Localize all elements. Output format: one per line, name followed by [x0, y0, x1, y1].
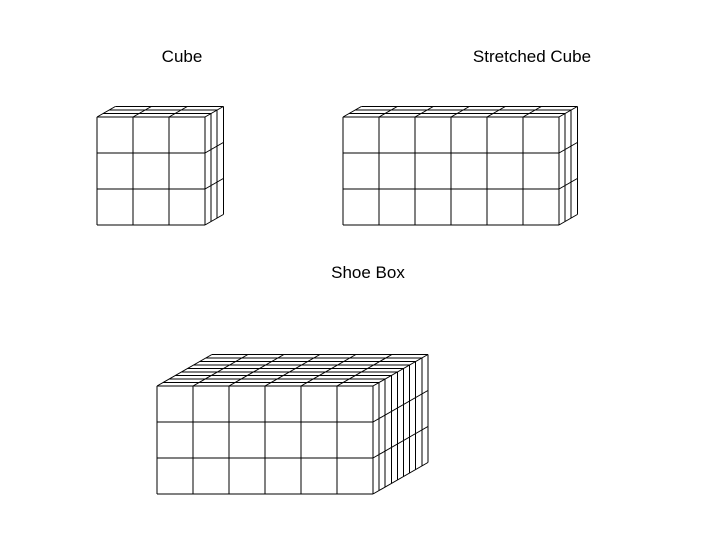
side-depth-line — [204, 178, 224, 190]
top-depth-line — [450, 106, 470, 118]
side-depth-line — [372, 426, 429, 459]
top-depth-line — [414, 106, 434, 118]
side-depth-line — [372, 462, 429, 495]
top-depth-line — [204, 106, 224, 118]
top-depth-line — [372, 354, 429, 387]
top-depth-line — [156, 354, 213, 387]
side-depth-line — [558, 142, 578, 154]
front-face — [97, 117, 205, 225]
side-depth-line — [558, 214, 578, 226]
top-face — [97, 106, 224, 117]
cube-label: Cube — [162, 47, 203, 66]
side-face — [559, 106, 578, 225]
side-face — [205, 106, 224, 225]
side-depth-line — [204, 214, 224, 226]
top-depth-line — [522, 106, 542, 118]
shoe-box-box — [156, 354, 429, 495]
top-depth-line — [300, 354, 357, 387]
cube-figure: Cube — [96, 47, 224, 226]
side-depth-line — [372, 390, 429, 423]
stretched-cube-label: Stretched Cube — [473, 47, 591, 66]
top-depth-line — [132, 106, 152, 118]
top-depth-line — [378, 106, 398, 118]
side-depth-line — [204, 142, 224, 154]
top-depth-line — [228, 354, 285, 387]
cube-box — [96, 106, 224, 226]
shoe-box-label: Shoe Box — [331, 263, 405, 282]
top-depth-line — [336, 354, 393, 387]
top-depth-line — [192, 354, 249, 387]
side-depth-line — [558, 178, 578, 190]
shoe-box-figure: Shoe Box — [156, 263, 429, 495]
top-depth-line — [558, 106, 578, 118]
top-depth-line — [486, 106, 506, 118]
top-depth-line — [264, 354, 321, 387]
top-depth-line — [96, 106, 116, 118]
top-depth-line — [342, 106, 362, 118]
stretched-cube-box — [342, 106, 578, 226]
side-face — [373, 354, 428, 494]
stretched-cube-figure: Stretched Cube — [342, 47, 591, 226]
top-depth-line — [168, 106, 188, 118]
